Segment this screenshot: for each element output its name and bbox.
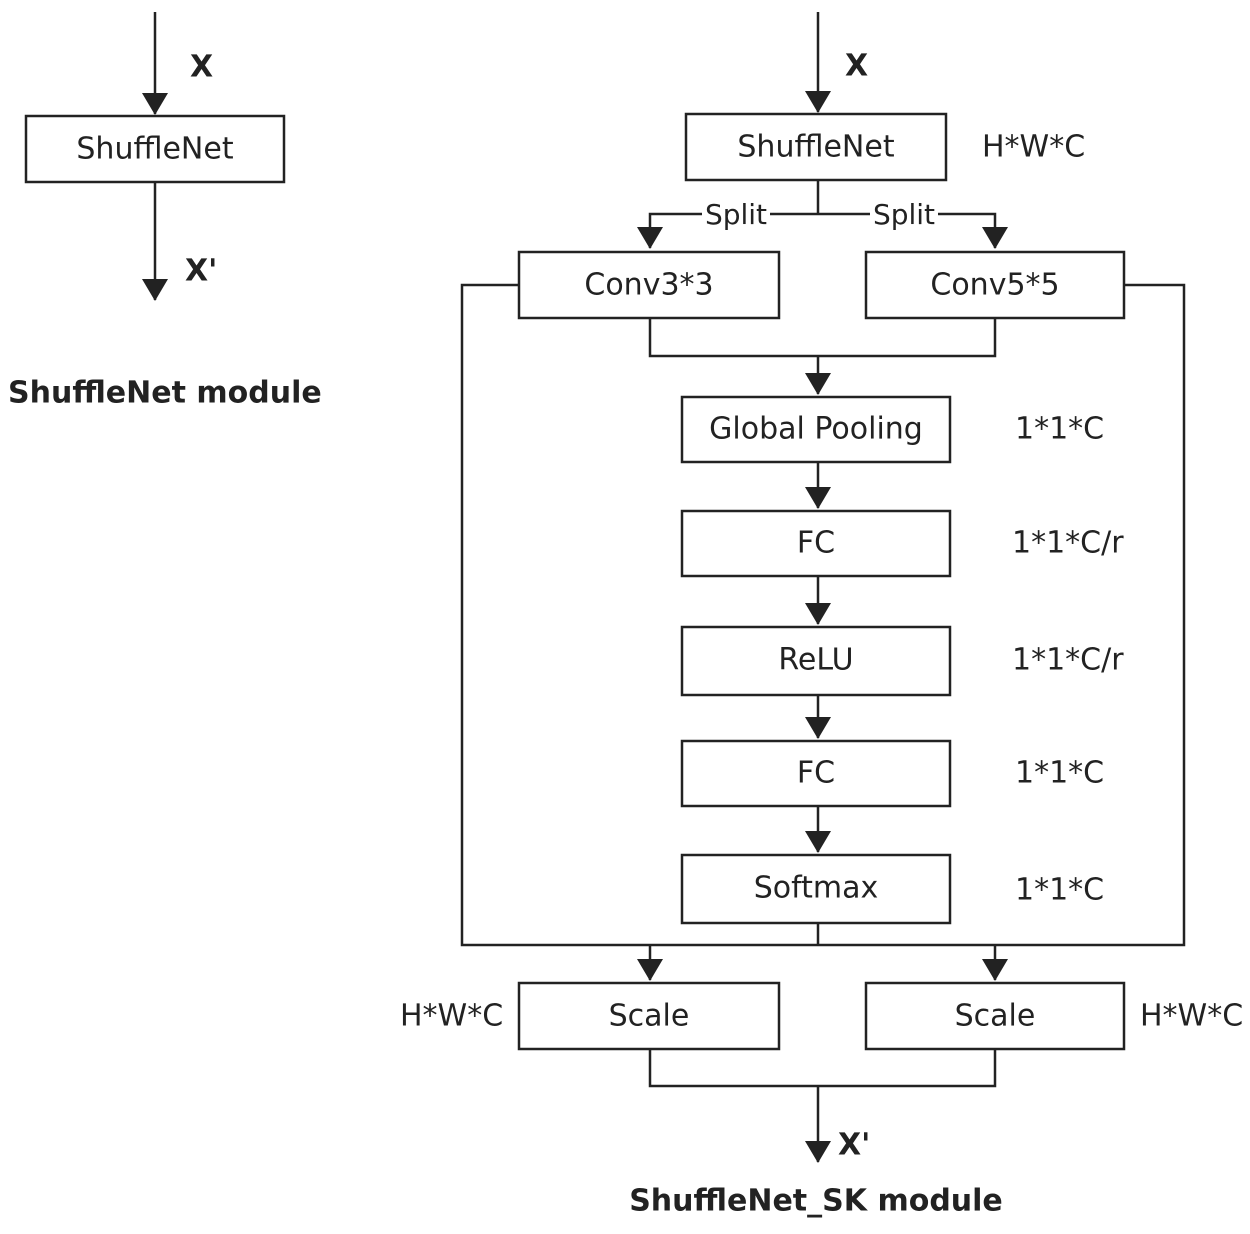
softmax-label: Softmax (754, 871, 879, 906)
global-pooling-dim: 1*1*C (1015, 412, 1104, 447)
conv5-box: Conv5*5 (864, 250, 1126, 320)
left-shufflenet-box: ShuffleNet (24, 114, 286, 184)
sk-module-caption: ShuffleNet_SK module (629, 1184, 1003, 1219)
left-output-label: X' (185, 254, 217, 289)
left-module: X ShuffleNet X' ShuffleNet module (8, 12, 322, 411)
fc2-box: FC (680, 739, 952, 808)
fc1-label: FC (797, 526, 835, 561)
sk-module: X ShuffleNet H*W*C Split Split Conv3*3 C… (400, 12, 1243, 1219)
conv3-label: Conv3*3 (584, 268, 713, 303)
scale-right-label: Scale (955, 999, 1036, 1034)
left-module-caption: ShuffleNet module (8, 376, 322, 411)
relu-box: ReLU (680, 625, 952, 697)
softmax-box: Softmax (680, 853, 952, 925)
scale-right-dim: H*W*C (1140, 999, 1243, 1034)
split-left-label: Split (705, 198, 767, 231)
sk-shufflenet-dim: H*W*C (982, 130, 1085, 165)
scale-merge-line (648, 1049, 997, 1088)
left-shufflenet-label: ShuffleNet (76, 132, 233, 167)
scale-right-box: Scale (864, 981, 1126, 1051)
left-input-label: X (190, 50, 213, 85)
global-pooling-box: Global Pooling (680, 395, 952, 464)
sk-output-label: X' (838, 1128, 870, 1163)
sk-shufflenet-box: ShuffleNet (684, 112, 948, 182)
scale-left-box: Scale (517, 981, 781, 1051)
split-left-arrow (637, 212, 702, 249)
relu-label: ReLU (778, 643, 853, 678)
relu-dim: 1*1*C/r (1012, 643, 1124, 678)
conv-merge-line (648, 318, 997, 358)
scale-left-label: Scale (609, 999, 690, 1034)
fc2-dim: 1*1*C (1015, 756, 1104, 791)
skip-branch-line (460, 283, 1186, 947)
sk-input-label: X (845, 49, 868, 84)
global-pooling-label: Global Pooling (709, 412, 923, 447)
fc1-box: FC (680, 509, 952, 578)
fc2-label: FC (797, 756, 835, 791)
split-right-label: Split (873, 198, 935, 231)
fc1-dim: 1*1*C/r (1012, 526, 1124, 561)
conv3-box: Conv3*3 (517, 250, 781, 320)
split-right-arrow (938, 212, 1008, 249)
sk-shufflenet-label: ShuffleNet (737, 130, 894, 165)
conv5-label: Conv5*5 (930, 268, 1059, 303)
scale-left-dim: H*W*C (400, 999, 503, 1034)
softmax-dim: 1*1*C (1015, 873, 1104, 908)
